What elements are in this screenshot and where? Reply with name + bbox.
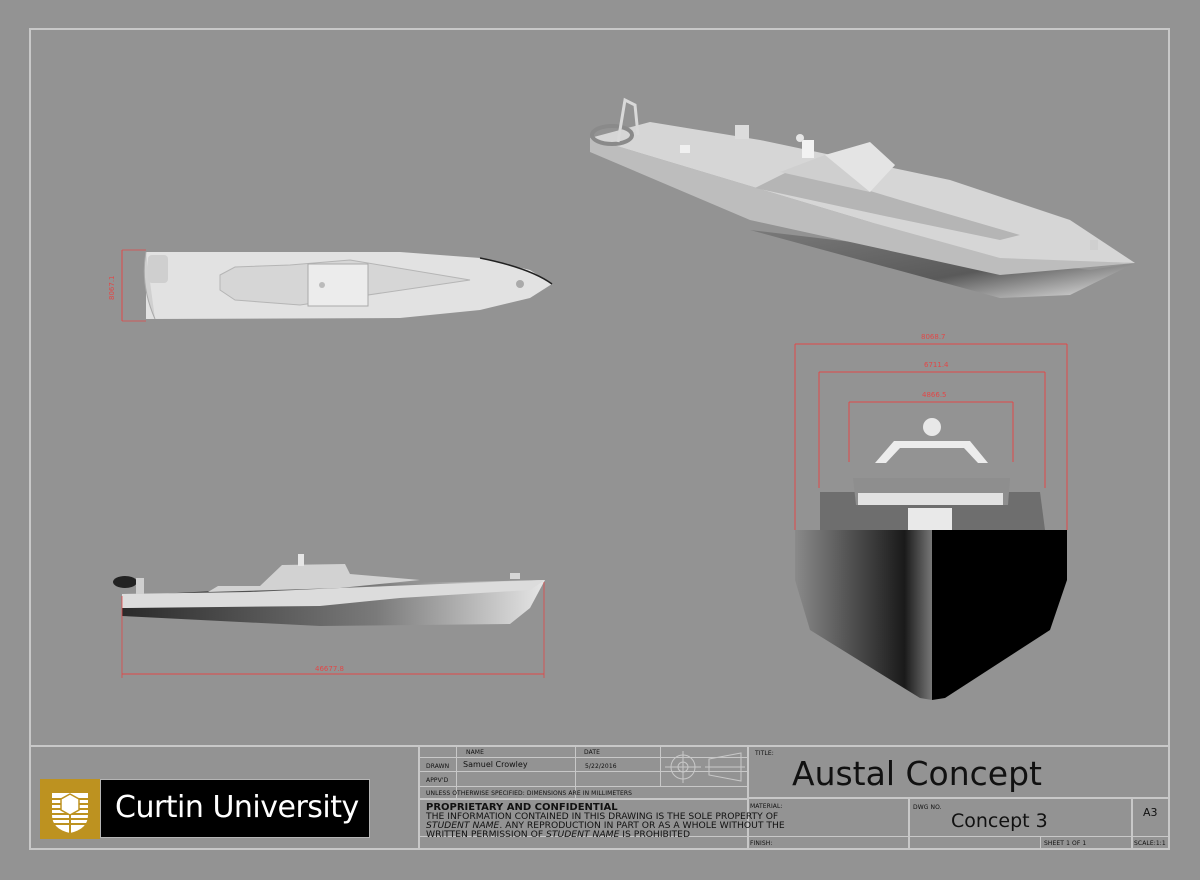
approved-label: APPV'D: [426, 777, 449, 784]
divider: [749, 797, 1170, 799]
finish-label: FINISH:: [750, 840, 773, 847]
divider: [420, 836, 749, 837]
title-label: TITLE:: [755, 750, 774, 757]
divider: [420, 771, 749, 772]
side-view-dimension: 46677.8: [315, 665, 344, 673]
divider: [420, 757, 749, 758]
proprietary-title: PROPRIETARY AND CONFIDENTIAL: [426, 802, 618, 813]
divider: [420, 786, 749, 787]
name-header: NAME: [466, 749, 484, 756]
divider: [749, 836, 1170, 837]
drawn-name: Samuel Crowley: [463, 760, 528, 769]
logo-wordmark-panel: Curtin University: [100, 779, 370, 838]
sheet-size: A3: [1143, 806, 1158, 819]
shield-crest-icon: [52, 793, 88, 833]
front-dimension-overall: 8068.7: [921, 333, 946, 341]
front-dimension-deck: 6711.4: [924, 361, 949, 369]
front-view: [794, 343, 1068, 700]
divider: [1131, 799, 1133, 850]
drawn-label: DRAWN: [426, 763, 450, 770]
divider: [1040, 836, 1041, 850]
student-name: STUDENT NAME: [426, 820, 500, 831]
curtin-logo: Curtin University: [40, 779, 370, 839]
proprietary-line-1: THE INFORMATION CONTAINED IN THIS DRAWIN…: [426, 811, 779, 822]
proprietary-line-3-end: IS PROHIBITED: [619, 829, 691, 840]
dwg-no-label: DWG NO.: [913, 804, 942, 811]
student-name: STUDENT NAME: [546, 829, 620, 840]
divider: [420, 798, 749, 800]
sheet-number: SHEET 1 OF 1: [1044, 840, 1087, 847]
proprietary-line-2-text: . ANY REPRODUCTION IN PART OR AS A WHOLE…: [499, 820, 785, 831]
material-label: MATERIAL:: [750, 803, 783, 810]
units-note: UNLESS OTHERWISE SPECIFIED: DIMENSIONS A…: [426, 790, 633, 797]
drawing-border: [29, 28, 1170, 850]
drawn-date: 5/22/2016: [585, 763, 617, 770]
proprietary-line-2: STUDENT NAME. ANY REPRODUCTION IN PART O…: [426, 821, 785, 830]
proprietary-line-3-start: WRITTEN PERMISSION OF: [426, 829, 547, 840]
top-view: [121, 249, 553, 322]
divider: [456, 747, 457, 798]
divider: [660, 747, 661, 787]
drawing-number: Concept 3: [951, 810, 1048, 832]
divider: [747, 745, 749, 850]
side-view: [113, 554, 545, 678]
divider: [575, 747, 576, 798]
drawing-title: Austal Concept: [792, 754, 1042, 793]
date-header: DATE: [584, 749, 601, 756]
isometric-view: [590, 97, 1135, 298]
divider: [418, 745, 420, 850]
proprietary-line-3: WRITTEN PERMISSION OF STUDENT NAME IS PR…: [426, 830, 690, 839]
front-dimension-cabin: 4866.5: [922, 391, 947, 399]
top-view-dimension: 8067.1: [108, 275, 116, 301]
scale: SCALE:1:1: [1134, 840, 1166, 847]
third-angle-projection-icon: [665, 751, 745, 783]
divider: [908, 799, 910, 850]
logo-crest-panel: [40, 779, 100, 839]
title-block-top-line: [29, 745, 1170, 747]
logo-wordmark: Curtin University: [115, 790, 359, 825]
